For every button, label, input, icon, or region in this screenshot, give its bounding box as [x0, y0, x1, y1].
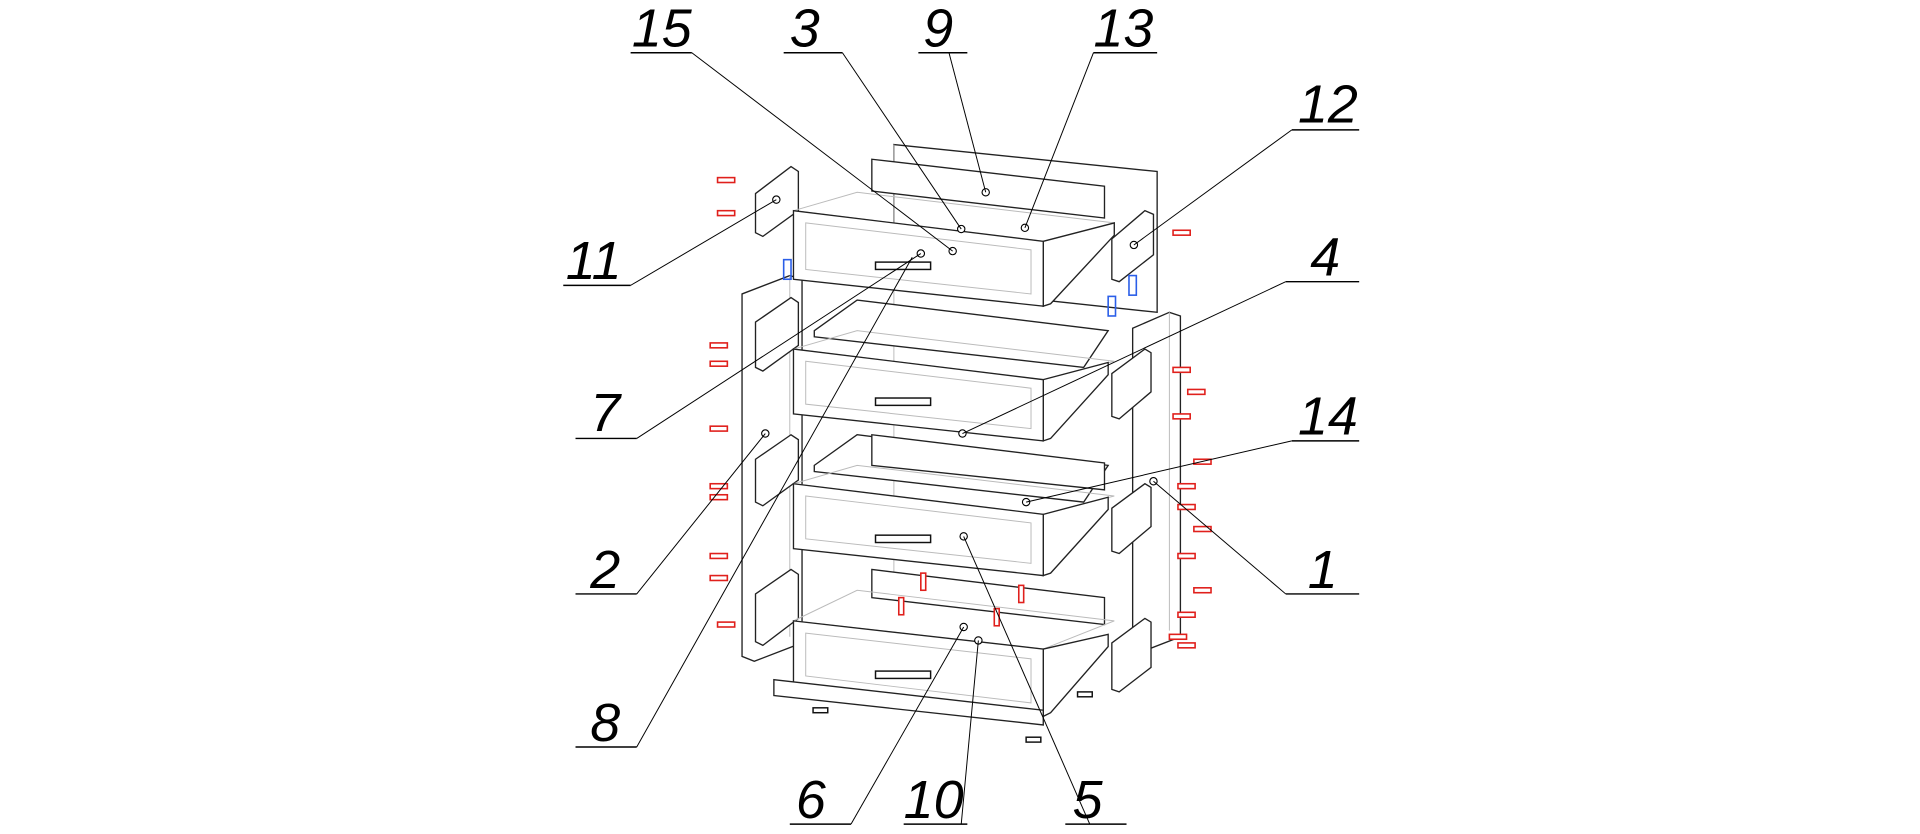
label-part-3: 3 — [790, 0, 820, 59]
drawer-2 — [792, 330, 1115, 442]
label-part-2: 2 — [589, 540, 620, 600]
leader-lines — [563, 51, 1360, 825]
label-part-11: 11 — [566, 231, 622, 291]
shelves — [813, 299, 1110, 626]
label-part-6: 6 — [796, 770, 826, 830]
label-part-13: 13 — [1093, 0, 1153, 59]
label-part-9: 9 — [923, 0, 953, 59]
top-rail — [871, 158, 1106, 219]
drawer-3 — [792, 464, 1115, 577]
label-part-4: 4 — [1310, 228, 1340, 288]
label-part-15: 15 — [632, 0, 693, 59]
label-part-7: 7 — [590, 383, 622, 443]
label-part-10: 10 — [904, 770, 964, 830]
label-part-14: 14 — [1298, 387, 1358, 447]
label-part-8: 8 — [590, 693, 620, 753]
label-part-12: 12 — [1298, 75, 1358, 135]
plinth — [773, 678, 1093, 743]
label-part-5: 5 — [1073, 770, 1104, 830]
hinge-hardware — [782, 258, 1138, 317]
label-part-1: 1 — [1308, 540, 1338, 600]
